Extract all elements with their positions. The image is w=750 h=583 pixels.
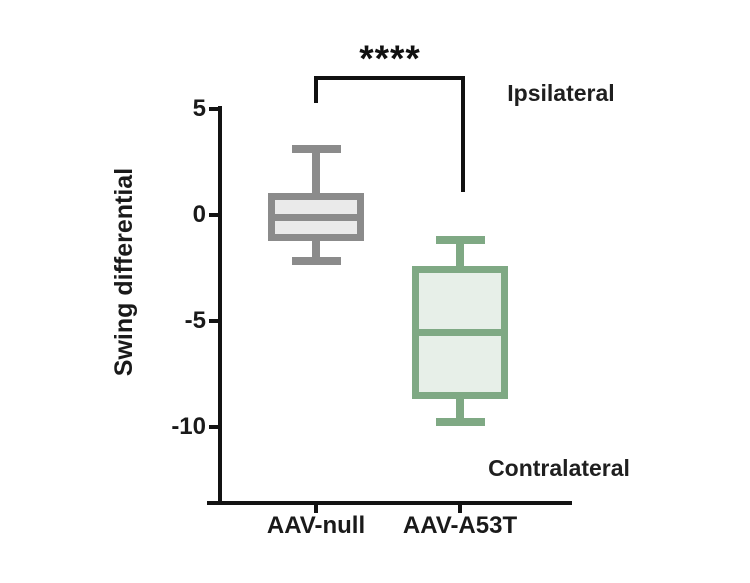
y-tick-mark: [209, 424, 218, 429]
median-line: [268, 214, 364, 222]
whisker-lower-cap: [291, 257, 341, 266]
x-axis-line: [207, 501, 572, 505]
y-tick-label: 0: [192, 200, 206, 228]
y-axis-title: Swing differential: [110, 167, 138, 377]
y-tick-label: -5: [184, 306, 206, 334]
annotation-ipsilateral: Ipsilateral: [507, 80, 615, 106]
whisker-upper-cap: [435, 235, 485, 244]
y-tick-label: 5: [192, 94, 206, 122]
whisker-lower-line: [312, 239, 320, 262]
significance-bracket-left-leg: [314, 76, 318, 103]
y-tick-mark: [209, 106, 218, 111]
category-label: AAV-null: [266, 512, 366, 539]
y-tick-mark: [209, 318, 218, 323]
significance-stars: ****: [359, 38, 421, 79]
x-tick-mark: [458, 503, 462, 513]
annotation-contralateral: Contralateral: [488, 455, 630, 481]
whisker-upper-cap: [291, 144, 341, 153]
median-line: [412, 328, 508, 336]
whisker-lower-line: [456, 396, 464, 423]
significance-bracket-right-leg: [461, 76, 465, 192]
significance-bracket-top: [314, 76, 465, 80]
category-label: AAV-A53T: [402, 512, 518, 539]
whisker-upper-line: [456, 239, 464, 269]
whisker-upper-line: [312, 148, 320, 196]
y-tick-mark: [209, 212, 218, 217]
y-axis-line: [218, 106, 222, 505]
whisker-lower-cap: [435, 418, 485, 427]
x-tick-mark: [314, 503, 318, 513]
y-tick-label: -10: [171, 412, 206, 440]
